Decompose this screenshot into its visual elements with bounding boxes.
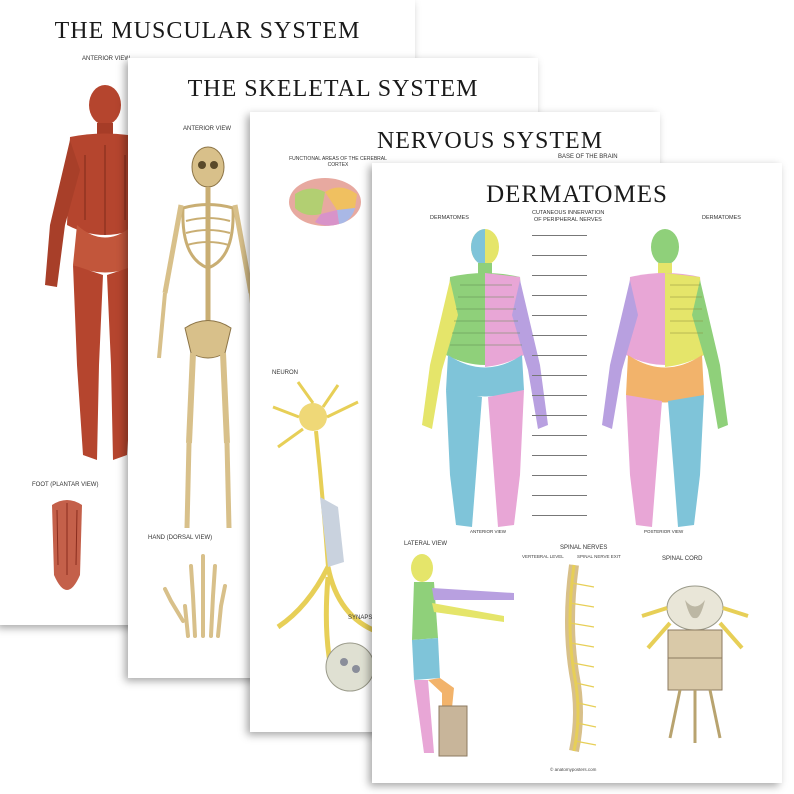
- dermatomes-poster: DERMATOMES CUTANEOUS INNERVATION OF PERI…: [372, 163, 782, 783]
- dermatomes-left-label: DERMATOMES: [430, 215, 469, 221]
- spinal-nerves-illustration: [565, 564, 597, 753]
- skeletal-hand-label: HAND (DORSAL VIEW): [148, 535, 213, 541]
- neuron-illustration: [272, 381, 379, 692]
- skeletal-title: THE SKELETAL SYSTEM: [187, 76, 479, 102]
- muscular-foot-label: FOOT (PLANTAR VIEW): [32, 482, 99, 488]
- synapse-label: SYNAPSE: [348, 615, 377, 621]
- anterior-dermatome-figure: [422, 229, 548, 527]
- anterior-view-label: ANTERIOR VIEW: [470, 529, 507, 534]
- skeletal-anterior-label: ANTERIOR VIEW: [183, 126, 232, 132]
- posterior-dermatome-figure: [602, 229, 728, 527]
- spinal-cord-illustration: [641, 585, 749, 743]
- lateral-dermatome-figure: [411, 554, 514, 757]
- foot-illustration: [52, 500, 82, 590]
- dermatomes-subtitle-2: OF PERIPHERAL NERVES: [534, 217, 602, 223]
- dermatomes-subtitle-1: CUTANEOUS INNERVATION: [532, 210, 605, 216]
- neuron-label: NEURON: [272, 370, 299, 376]
- posterior-view-label: POSTERIOR VIEW: [644, 529, 684, 534]
- hand-bones-illustration: [163, 554, 227, 638]
- muscular-anterior-label: ANTERIOR VIEW: [82, 56, 131, 62]
- base-of-brain-label: BASE OF THE BRAIN: [558, 154, 618, 160]
- dermatomes-right-label: DERMATOMES: [702, 215, 741, 221]
- nervous-title: NERVOUS SYSTEM: [376, 128, 604, 154]
- brain-illustration: [289, 178, 361, 226]
- nerve-label-column: [532, 225, 592, 525]
- lateral-view-label: LATERAL VIEW: [404, 541, 448, 547]
- brain-areas-label: FUNCTIONAL AREAS OF THE CEREBRAL CORTEX: [289, 156, 387, 168]
- muscular-title: THE MUSCULAR SYSTEM: [54, 18, 361, 44]
- skeleton-illustration: [157, 146, 259, 529]
- spinal-nerve-exit-label: SPINAL NERVE EXIT: [577, 554, 621, 559]
- dermatomes-title: DERMATOMES: [486, 181, 668, 208]
- vertebral-level-label: VERTEBRAL LEVEL: [522, 554, 564, 559]
- spinal-nerves-label: SPINAL NERVES: [560, 545, 608, 551]
- dermatomes-footer: © anatomyposters.com: [550, 767, 597, 772]
- spinal-cord-label: SPINAL CORD: [662, 556, 703, 562]
